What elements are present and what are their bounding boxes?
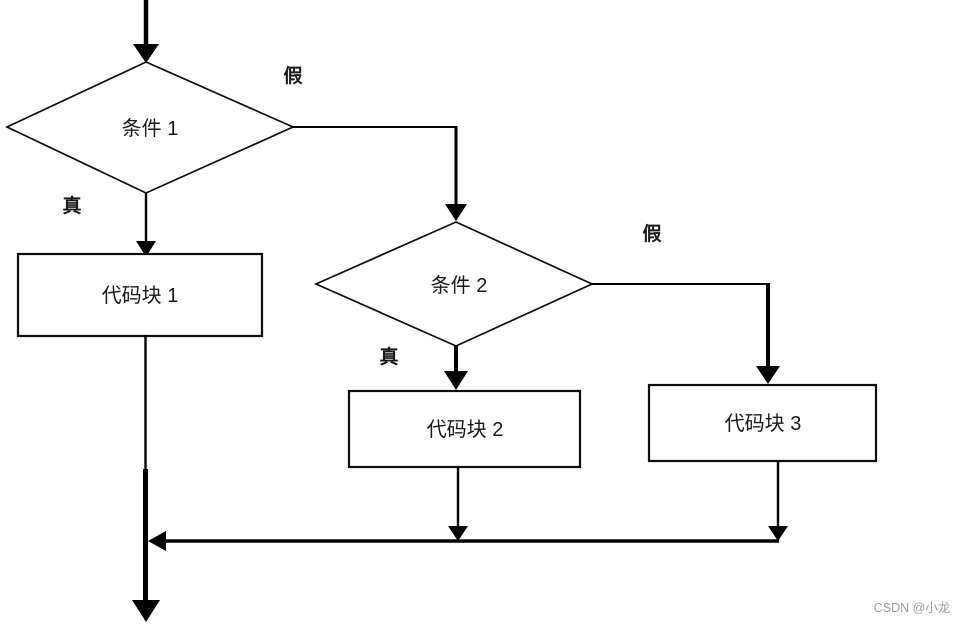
process-block2-label: 代码块 2 [427, 418, 504, 441]
process-block3-label: 代码块 3 [725, 412, 802, 435]
condition2-false-arrowhead-icon [756, 366, 780, 384]
condition2-true-arrowhead-icon [444, 371, 468, 390]
watermark-text: CSDN @小龙 [874, 601, 951, 615]
condition1-false-arrowhead-icon [445, 204, 467, 221]
decision-condition2-label: 条件 2 [431, 274, 488, 297]
entry-arrowhead-icon [133, 44, 159, 63]
branch-label-condition2-true: 真 [379, 345, 398, 368]
main-exit-arrowhead-icon [132, 600, 160, 622]
process-block1-label: 代码块 1 [102, 284, 179, 307]
branch-label-condition2-false: 假 [642, 222, 661, 245]
process-block2-shape [347, 389, 582, 469]
process-block1-shape [16, 252, 264, 338]
branch-label-condition1-true: 真 [62, 194, 81, 217]
branch-label-condition1-false: 假 [283, 64, 302, 87]
collector-arrowhead-icon [148, 531, 166, 551]
block2-exit-arrowhead-icon [448, 526, 468, 541]
condition1-true-arrowhead-icon [136, 241, 156, 257]
decision-condition1-label: 条件 1 [122, 117, 179, 140]
process-block3-shape [647, 383, 878, 463]
block3-exit-arrowhead-icon [768, 526, 788, 541]
